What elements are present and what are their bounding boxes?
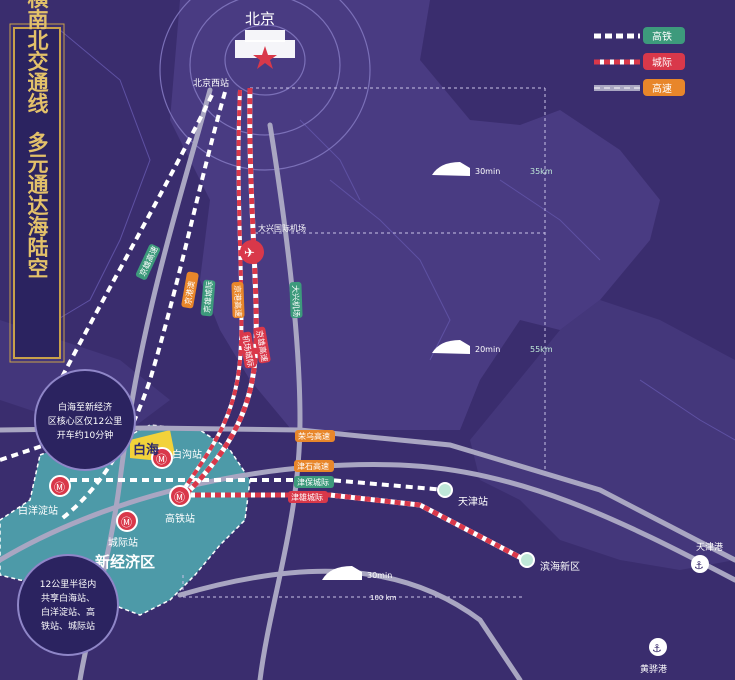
train-station-icon: Ⓜ (156, 453, 167, 466)
station-chengji: Ⓜ (116, 510, 138, 532)
callout-bottom: 12公里半径内 共享白海站、 白洋淀站、高 铁站、城际站 (17, 554, 119, 656)
dist-1-time: 30min (475, 167, 500, 176)
port-tianjin: ⚓ (691, 555, 709, 573)
tianjin-region (470, 300, 735, 570)
line-tag: 大兴机场 (290, 285, 301, 317)
place-baihai: 白海 (133, 442, 159, 458)
station-baiyang: Ⓜ (49, 475, 71, 497)
place-binhai: 滨海新区 (540, 560, 580, 573)
beijing-region (170, 0, 660, 440)
line-tag: 津石高速 (297, 461, 329, 471)
district-boundaries (39, 29, 735, 441)
place-huanghua-port: 黄骅港 (640, 663, 667, 675)
callout-bottom-line: 铁站、城际站 (41, 620, 95, 632)
legend-label-highway: 高速 (652, 82, 672, 95)
page-title-line-2: 多元通达海陆空 (25, 131, 49, 279)
dist-2-time: 20min (475, 345, 500, 354)
callout-top-line: 区核心区仅12公里 (48, 415, 122, 427)
legend-swatch-intercity (643, 53, 685, 70)
legend: 高铁 城际 高速 (594, 27, 685, 96)
train-icon-2 (432, 340, 470, 354)
beijing-landmark (235, 30, 295, 69)
place-new-zone: 新经济区 (95, 553, 155, 571)
station-baihai: Ⓜ (151, 447, 173, 469)
station-binhai (519, 552, 535, 568)
callout-bottom-line: 共享白海站、 (41, 592, 95, 604)
anchor-icon: ⚓ (694, 559, 704, 572)
legend-swatch-highway (643, 79, 685, 96)
station-tianjin (437, 482, 453, 498)
airplane-icon: ✈ (244, 246, 255, 261)
place-beijing-west: 北京西站 (193, 77, 229, 89)
title-box: 纵横南北交通线 (9, 0, 65, 363)
intercity-rail (178, 87, 527, 563)
place-gaotie-station: 高铁站 (165, 512, 195, 525)
ring-roads (159, 0, 371, 171)
callout-top: 白海至新经济 区核心区仅12公里 开车约10分钟 (34, 369, 136, 471)
place-baihai-station: 白沟站 (172, 448, 202, 461)
line-tag: 京港高速 (232, 285, 243, 317)
line-tag: 津雄城际 (291, 492, 323, 502)
anchor-icon: ⚓ (652, 642, 662, 655)
place-baiyang-station: 白洋淀站 (18, 504, 58, 517)
airport-marker: ✈ (240, 240, 264, 264)
callout-top-line: 开车约10分钟 (57, 429, 113, 441)
place-chengji-station: 城际站 (108, 536, 138, 549)
callout-bottom-line: 白洋淀站、高 (41, 606, 95, 618)
train-station-icon: Ⓜ (121, 516, 132, 529)
line-tag: 京雄城际 (202, 281, 215, 314)
dist-3-km: 100 km (370, 594, 397, 602)
dist-3-time: 30min (367, 571, 392, 580)
train-station-icon: Ⓜ (174, 491, 185, 504)
dist-2-km: 55km (530, 345, 553, 354)
legend-label-high-speed: 高铁 (652, 30, 672, 43)
place-daxing-airport: 大兴国际机场 (258, 223, 306, 233)
station-gaotie: Ⓜ (169, 485, 191, 507)
line-tag: 津保城际 (297, 477, 329, 487)
train-station-icon: Ⓜ (54, 481, 65, 494)
train-icon-3 (322, 566, 362, 580)
callout-top-line: 白海至新经济 (58, 401, 112, 413)
callout-bottom-line: 12公里半径内 (40, 578, 96, 590)
port-huanghua: ⚓ (649, 638, 667, 656)
legend-swatch-high-speed (643, 27, 685, 44)
legend-label-intercity: 城际 (652, 57, 672, 69)
place-tianjin-port: 天津港 (696, 541, 723, 553)
place-beijing: 北京 (245, 10, 275, 28)
page-title-line-1: 纵横南北交通线 (25, 0, 49, 114)
line-tag: 荣乌高速 (298, 431, 330, 441)
dist-1-km: 35km (530, 167, 553, 176)
star-icon (253, 46, 277, 69)
place-tianjin-station: 天津站 (458, 495, 488, 508)
train-icon-1 (432, 162, 470, 176)
line-tag: 京港澳 (182, 280, 196, 305)
